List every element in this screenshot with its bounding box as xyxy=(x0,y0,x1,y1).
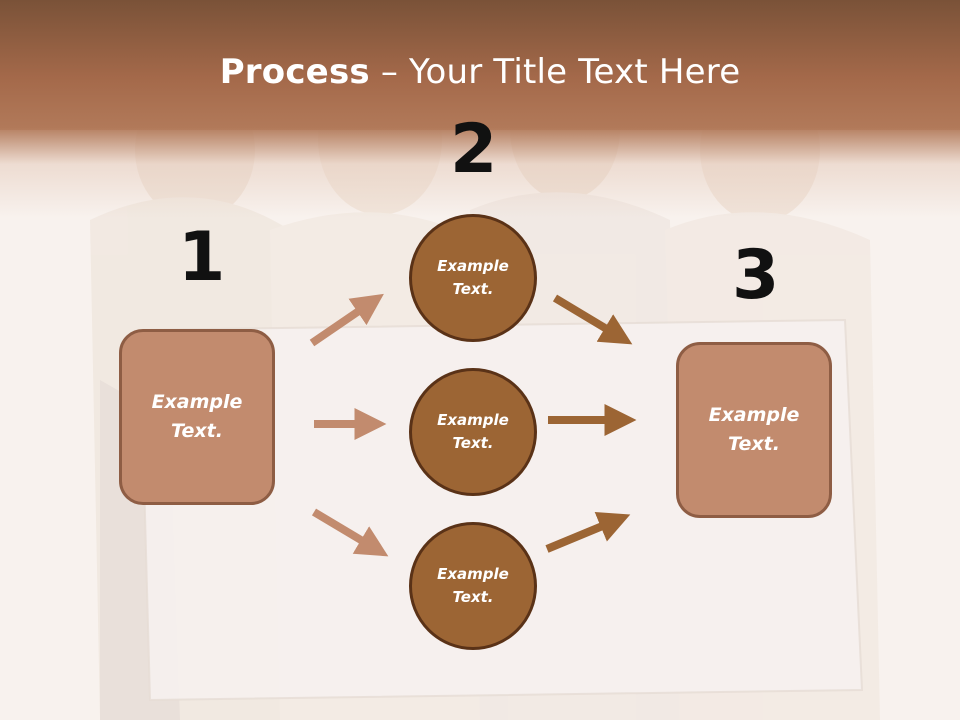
slide-title: Process – Your Title Text Here xyxy=(0,52,960,92)
circle-middle-label: Example Text. xyxy=(437,411,509,452)
title-rest: – Your Title Text Here xyxy=(369,52,741,92)
title-bold: Process xyxy=(219,52,370,92)
step-box-3: Example Text. xyxy=(676,342,832,518)
circle-top-label: Example Text. xyxy=(437,257,509,298)
arrow-box1-to-circle1 xyxy=(309,293,384,347)
arrow-circle1-to-box3 xyxy=(552,294,633,345)
circle-middle: Example Text. xyxy=(409,368,537,496)
step-number-2: 2 xyxy=(450,110,498,189)
step-number-3: 3 xyxy=(732,236,780,315)
step-box-1: Example Text. xyxy=(119,329,275,505)
step-box-1-label: Example Text. xyxy=(151,391,243,442)
circle-top: Example Text. xyxy=(409,214,537,342)
step-box-3-label: Example Text. xyxy=(708,404,800,455)
arrow-box1-to-circle3 xyxy=(311,508,389,557)
title-bar xyxy=(0,0,960,130)
arrow-circle3-to-box3 xyxy=(545,511,631,553)
circle-bottom: Example Text. xyxy=(409,522,537,650)
title-bar-fade xyxy=(0,128,960,218)
circle-bottom-label: Example Text. xyxy=(437,565,509,606)
step-number-1: 1 xyxy=(178,218,226,297)
